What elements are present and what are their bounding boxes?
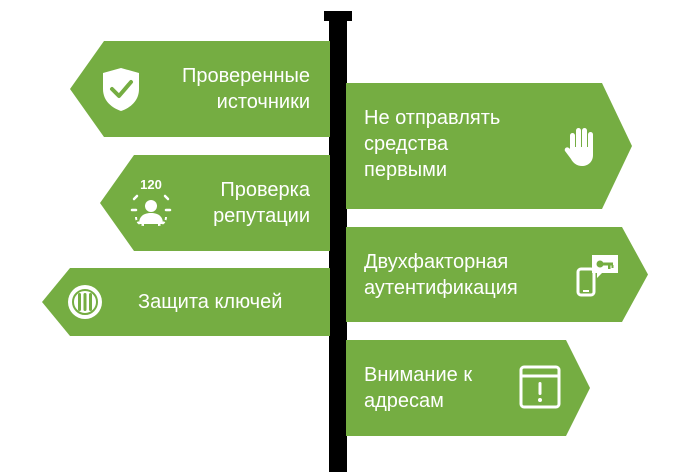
sign-do-not-send-first: Не отправлять средства первыми — [346, 83, 632, 209]
sign-reputation-check-label: Проверка репутации — [213, 179, 310, 227]
phone-key-icon — [576, 251, 622, 299]
sign-two-factor-auth: Двухфакторная аутентификация — [346, 227, 648, 322]
sign-address-attention: Внимание к адресам — [346, 340, 590, 436]
sign-key-protection: Защита ключей — [42, 268, 330, 336]
signpost-pole — [329, 18, 347, 472]
rating-120-person-icon: 120 — [128, 177, 174, 227]
sign-address-attention-label: Внимание к адресам — [364, 364, 473, 412]
sign-do-not-send-first-label: Не отправлять средства первыми — [364, 107, 501, 181]
shield-check-icon — [100, 66, 142, 112]
rating-badge-text: 120 — [140, 177, 162, 192]
stop-hand-icon — [562, 125, 602, 169]
signpost-cap — [324, 11, 352, 21]
sign-key-protection-label: Защита ключей — [138, 291, 283, 313]
sign-two-factor-auth-label: Двухфакторная аутентификация — [364, 251, 518, 299]
sign-reputation-check: 120 Проверка репутации — [100, 155, 330, 251]
sign-verified-sources-label: Проверенные источники — [182, 65, 310, 113]
alert-window-icon — [518, 364, 562, 410]
vault-icon — [66, 283, 104, 321]
sign-verified-sources: Проверенные источники — [70, 41, 330, 137]
